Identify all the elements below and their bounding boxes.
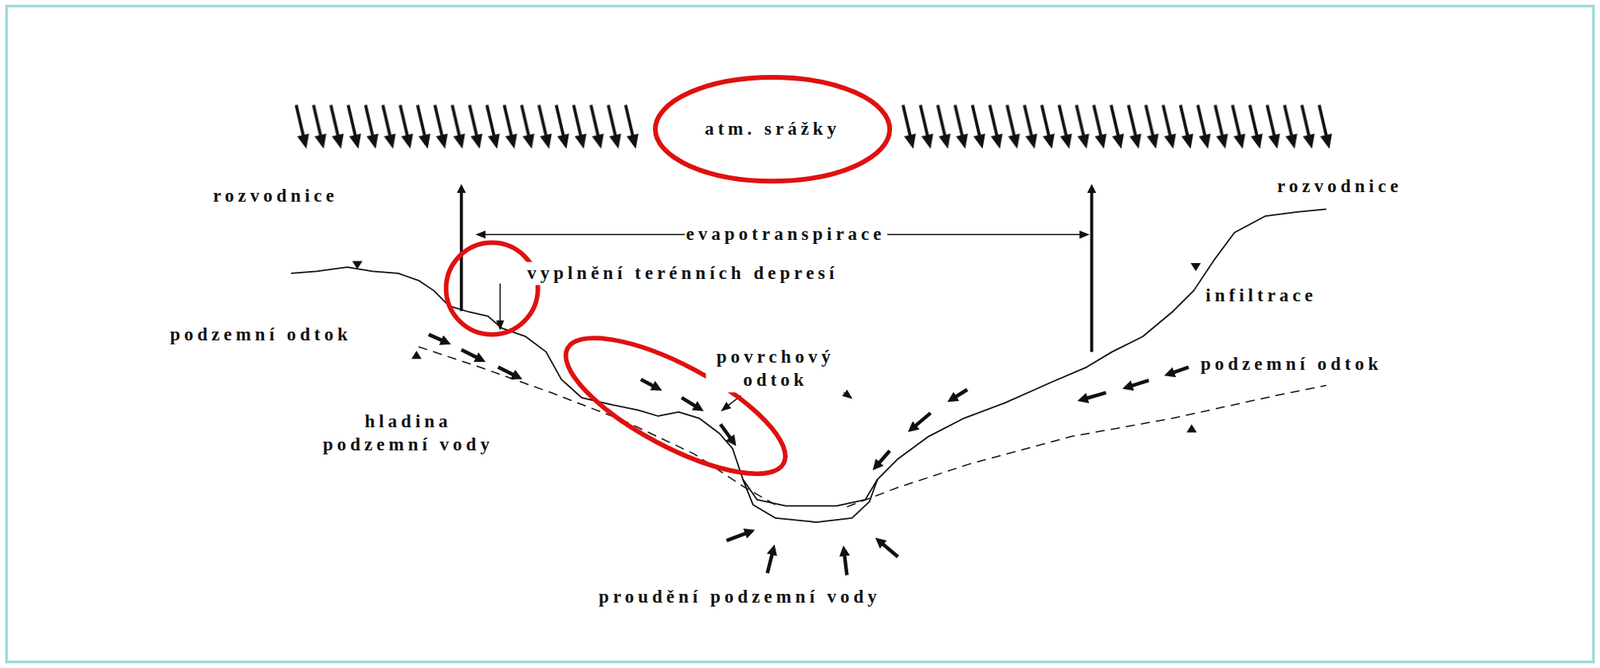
surface-runoff-label: povrchový odtok bbox=[705, 346, 846, 394]
node-text: atm. srážky bbox=[703, 117, 842, 142]
frame bbox=[6, 6, 1594, 663]
level-mark bbox=[352, 261, 363, 270]
label-text: podzemní odtok bbox=[1199, 353, 1384, 377]
level-mark bbox=[411, 350, 422, 359]
highlight-ellipse bbox=[548, 312, 803, 500]
evapotranspiration-label: evapotranspirace bbox=[684, 223, 888, 247]
label-text: vyplnění terénních depresí bbox=[525, 262, 840, 286]
groundwater-runoff-label: podzemní odtok bbox=[1199, 353, 1384, 377]
level-mark bbox=[1191, 263, 1202, 272]
rain-arrows bbox=[900, 103, 1334, 153]
label-text: evapotranspirace bbox=[684, 223, 888, 247]
evaporation-arrow bbox=[459, 187, 464, 311]
groundwater-runoff-label: podzemní odtok bbox=[168, 322, 354, 346]
divide-label: rozvodnice bbox=[1275, 175, 1404, 199]
highlight-ellipse bbox=[446, 242, 539, 335]
evaporation-arrow bbox=[1089, 187, 1093, 352]
label-text: hladina podzemní vody bbox=[317, 410, 499, 457]
highlight-ellipse-node: atm. srážky bbox=[652, 74, 893, 185]
water-table-line bbox=[846, 385, 1326, 508]
groundwater-flow-label: proudění podzemní vody bbox=[597, 585, 883, 609]
river-bed bbox=[742, 479, 878, 523]
water-table-label: hladina podzemní vody bbox=[317, 410, 499, 457]
groundwater-runoff-arrows bbox=[428, 334, 1189, 401]
divide-label: rozvodnice bbox=[211, 184, 340, 208]
rain-arrows bbox=[294, 103, 641, 153]
ellipse-outline bbox=[655, 77, 890, 181]
infiltration-label: infiltrace bbox=[1203, 284, 1318, 308]
terrain-line bbox=[290, 208, 1327, 506]
level-mark bbox=[1186, 424, 1197, 433]
surface-runoff-arrows bbox=[640, 379, 968, 468]
depression-arrow bbox=[499, 283, 502, 329]
label-text: infiltrace bbox=[1203, 284, 1318, 308]
label-text: podzemní odtok bbox=[168, 322, 354, 346]
label-text: proudění podzemní vody bbox=[597, 585, 883, 609]
label-text: rozvodnice bbox=[1275, 175, 1404, 199]
groundwater-flow-arrows bbox=[726, 531, 898, 576]
label-text: rozvodnice bbox=[211, 184, 340, 208]
depression-label: vyplnění terénních depresí bbox=[525, 262, 840, 286]
label-text: povrchový odtok bbox=[705, 346, 846, 394]
